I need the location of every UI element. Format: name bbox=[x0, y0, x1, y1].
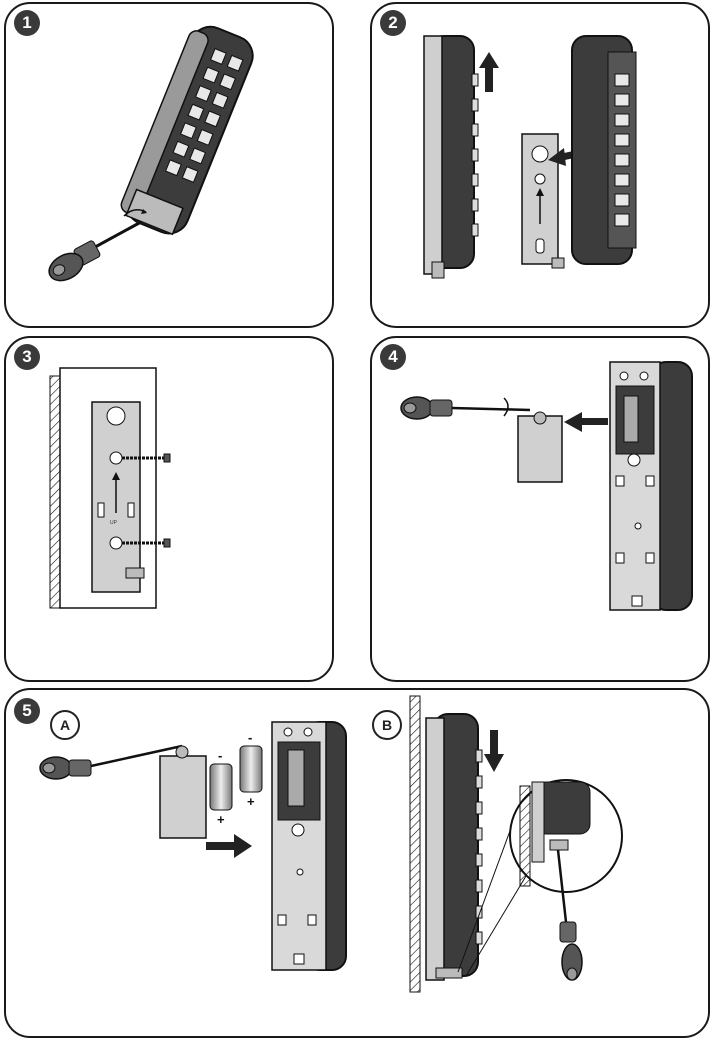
right-arrow-icon bbox=[206, 834, 252, 858]
screwdriver-icon bbox=[401, 397, 530, 419]
up-arrow-icon bbox=[479, 52, 499, 92]
step-1-panel: 1 bbox=[4, 2, 334, 328]
step-3-panel: 3 UP bbox=[4, 336, 334, 682]
screwdriver-icon bbox=[44, 222, 141, 286]
step-5-panel: 5 A B - + - + bbox=[4, 688, 710, 1038]
magnified-detail bbox=[510, 780, 622, 892]
bracket-up-marking: UP bbox=[110, 520, 118, 526]
step-2-panel: 2 bbox=[370, 2, 710, 328]
step-4-panel: 4 bbox=[370, 336, 710, 682]
insert-batteries-and-remount-illustration: - + - + bbox=[6, 690, 712, 1040]
keypad-open-illustration bbox=[6, 4, 336, 330]
left-arrow-icon bbox=[564, 412, 608, 432]
battery-plus-sign: + bbox=[247, 794, 255, 809]
battery-icon: - + bbox=[240, 730, 262, 809]
separate-housing-illustration bbox=[372, 4, 712, 330]
down-arrow-icon bbox=[484, 730, 504, 772]
battery-plus-sign: + bbox=[217, 812, 225, 827]
remove-battery-cover-illustration bbox=[372, 338, 712, 684]
bracket-wall-mount-illustration: UP bbox=[6, 338, 336, 684]
battery-icon: - + bbox=[210, 748, 232, 827]
battery-minus-sign: - bbox=[218, 748, 222, 763]
battery-minus-sign: - bbox=[248, 730, 252, 745]
